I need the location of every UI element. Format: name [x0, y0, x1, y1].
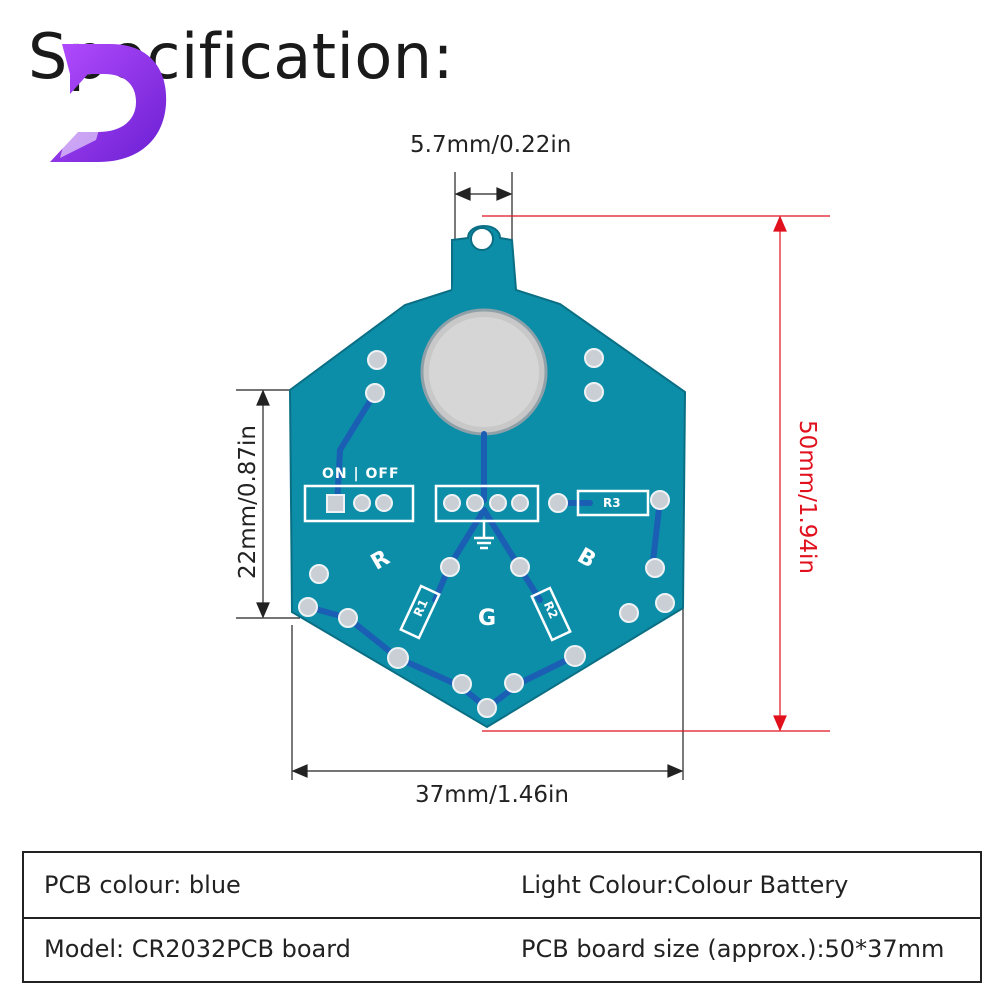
pcb-board	[288, 225, 687, 729]
spec-size: PCB board size (approx.):50*37mm	[521, 935, 945, 963]
dimension-right-label: 50mm/1.94in	[794, 419, 820, 575]
spec-row: PCB colour: blue Light Colour:Colour Bat…	[24, 853, 980, 919]
spec-colour: PCB colour: blue	[44, 871, 241, 899]
height-dimension	[482, 215, 830, 732]
dimension-bottom-label: 37mm/1.46in	[415, 782, 570, 808]
switch-label: ON | OFF	[322, 466, 400, 482]
spec-table: PCB colour: blue Light Colour:Colour Bat…	[22, 851, 982, 983]
green-label: G	[478, 606, 497, 631]
spec-light: Light Colour:Colour Battery	[521, 871, 849, 899]
spec-model: Model: CR2032PCB board	[44, 935, 351, 963]
r3-label: R3	[603, 496, 621, 510]
spec-row: Model: CR2032PCB board PCB board size (a…	[24, 917, 980, 981]
dimension-left-label: 22mm/0.87in	[235, 424, 261, 580]
logo-icon	[50, 44, 167, 162]
dimension-lines	[236, 172, 684, 780]
dimension-top-label: 5.7mm/0.22in	[410, 132, 572, 158]
